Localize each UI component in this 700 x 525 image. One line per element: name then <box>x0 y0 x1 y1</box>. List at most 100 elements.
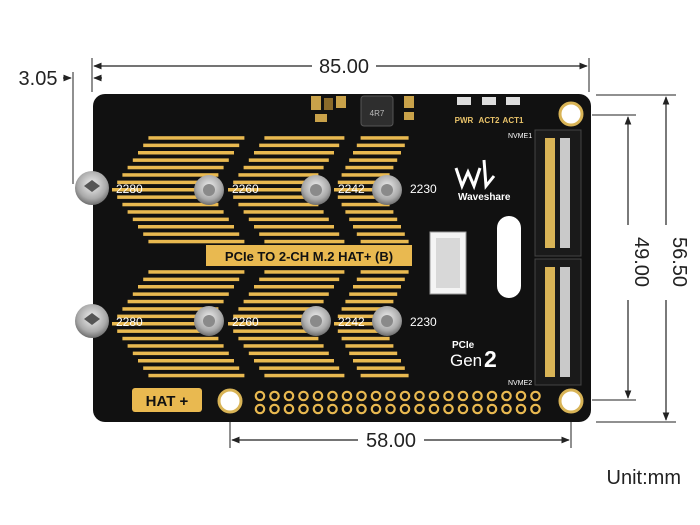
gold-stripe <box>341 336 390 341</box>
gold-stripe <box>356 232 405 236</box>
gpio-pad <box>443 403 454 415</box>
gold-stripe <box>143 277 240 282</box>
gpio-pad <box>298 403 309 415</box>
gold-stripe <box>127 210 224 214</box>
gpio-pad <box>283 390 295 402</box>
gpio-pad <box>530 390 541 402</box>
m2-slot-nvme2: NVME2 <box>508 258 582 387</box>
gold-stripe <box>143 366 240 370</box>
gold-stripe <box>334 188 382 192</box>
gold-stripe <box>349 217 398 222</box>
gold-stripe <box>122 202 219 207</box>
hat-badge-label: HAT + <box>146 393 189 410</box>
top-width-label: 85.00 <box>319 56 369 78</box>
gold-stripe <box>356 366 405 370</box>
size-label: 2242 <box>338 315 365 329</box>
unit-label: Unit:mm <box>607 467 681 489</box>
waveshare-logo-icon <box>454 167 482 191</box>
gold-stripe <box>228 322 308 326</box>
gold-stripe <box>349 158 398 162</box>
hat-badge <box>132 388 202 412</box>
gold-stripe <box>148 270 245 274</box>
gpio-pad <box>370 403 382 415</box>
gold-stripe <box>228 188 308 192</box>
gold-stripe <box>337 314 386 319</box>
gpio-pad <box>283 403 295 415</box>
brand-label: Waveshare <box>458 192 511 203</box>
gold-stripe <box>127 299 224 304</box>
gpio-pad <box>327 403 338 415</box>
gpio-pad <box>472 403 483 415</box>
gpio-header-pads <box>254 390 541 415</box>
gold-stripe <box>264 136 345 140</box>
gold-stripe <box>132 158 229 162</box>
gold-stripe <box>254 225 334 229</box>
gold-stripe <box>360 373 409 378</box>
gold-stripe <box>341 307 390 311</box>
gold-stripe <box>243 344 324 348</box>
gpio-pad <box>428 390 440 402</box>
size-label: 2260 <box>232 315 259 329</box>
gold-stripe <box>337 195 386 199</box>
gpio-pad <box>486 390 498 402</box>
gold-stripe <box>233 180 314 185</box>
gold-stripe <box>337 180 386 185</box>
gold-stripe <box>254 285 334 289</box>
led-label-act1: ACT1 <box>503 116 524 125</box>
gpio-pad <box>443 390 454 402</box>
size-label: 2280 <box>116 315 143 329</box>
gold-stripe <box>356 143 405 148</box>
size-label: 2230 <box>410 315 437 329</box>
gold-stripe <box>259 366 340 370</box>
gold-stripe <box>132 292 229 296</box>
pcie-gen2-logo: PCIe Gen 2 <box>450 340 497 372</box>
gold-stripe <box>117 329 214 333</box>
edge-screw-bottom <box>75 304 109 338</box>
gold-stripe <box>341 202 390 207</box>
size-labels-top: 2280 2260 2242 2230 <box>116 182 437 196</box>
gpio-pad <box>298 390 309 402</box>
gpio-pad <box>356 403 367 415</box>
gold-stripe <box>259 143 340 148</box>
dimension-inner-height: 49.00 <box>592 114 652 401</box>
gpio-pad <box>428 403 440 415</box>
size-label: 2260 <box>232 182 259 196</box>
gold-stripe <box>248 292 329 296</box>
gold-stripe <box>127 344 224 348</box>
gen-label-main: Gen <box>450 351 482 370</box>
gpio-pad <box>341 390 353 402</box>
gold-stripe <box>345 344 394 348</box>
gpio-pad <box>515 390 527 402</box>
gold-stripe <box>138 359 234 363</box>
gold-stripe <box>112 322 208 326</box>
dimension-bottom-width: 58.00 <box>229 408 572 452</box>
gold-stripe <box>356 277 405 282</box>
led-label-pwr: PWR <box>455 116 474 125</box>
dimension-left-offset: 3.05 <box>19 68 102 184</box>
inner-height-label: 49.00 <box>630 237 652 287</box>
gpio-pad <box>254 403 266 415</box>
gold-stripe <box>138 151 234 155</box>
gold-stripe <box>353 151 401 155</box>
fpc-connector <box>429 231 467 295</box>
gold-stripe <box>112 188 208 192</box>
gold-chevron-pattern <box>112 136 409 378</box>
gpio-pad <box>385 403 396 415</box>
m2-slot-nvme1: NVME1 <box>508 129 582 257</box>
gold-stripe <box>148 136 245 140</box>
gold-stripe <box>259 277 340 282</box>
gpio-pad <box>385 390 396 402</box>
gpio-pad <box>399 403 411 415</box>
size-labels-bottom: 2280 2260 2242 2230 <box>116 315 437 329</box>
gold-stripe <box>127 165 224 170</box>
gold-stripe <box>238 336 319 341</box>
gen-label-top: PCIe <box>452 340 475 351</box>
gpio-pad <box>457 390 469 402</box>
bottom-width-label: 58.00 <box>366 430 416 452</box>
gold-stripe <box>264 270 345 274</box>
standoff-row-top <box>194 175 402 205</box>
gold-stripe <box>349 292 398 296</box>
size-label: 2230 <box>410 182 437 196</box>
gold-stripe <box>353 285 401 289</box>
size-label: 2280 <box>116 182 143 196</box>
